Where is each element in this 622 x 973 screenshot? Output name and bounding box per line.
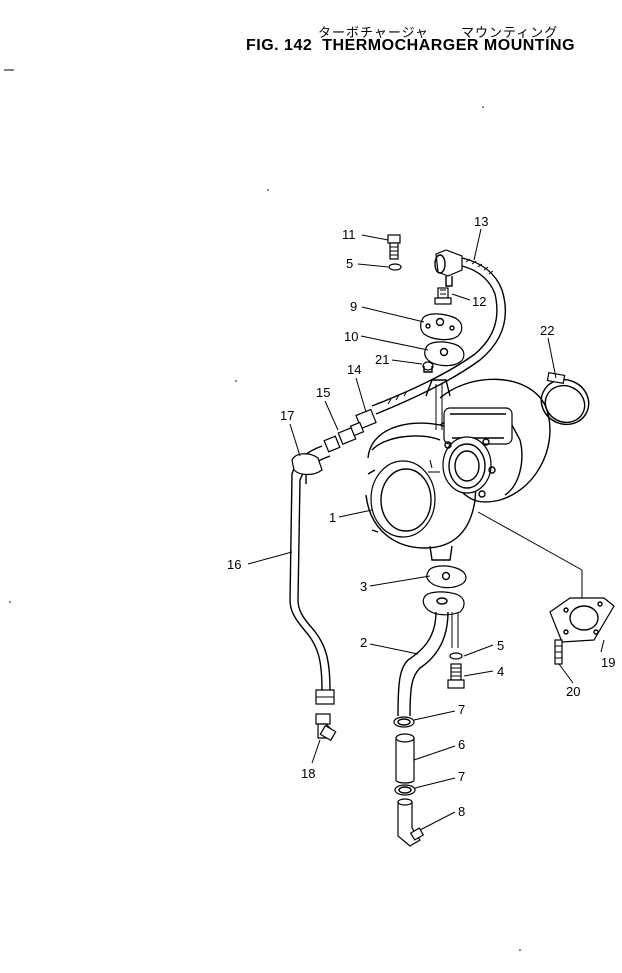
callout-19: 19 [601, 655, 615, 670]
v-clamp-22 [540, 371, 590, 426]
callout-9: 9 [350, 299, 357, 314]
callout-20: 20 [566, 684, 580, 699]
callout-11: 11 [342, 227, 356, 242]
gasket-19 [549, 597, 615, 643]
washer-5-lower [449, 652, 463, 660]
title-japanese-right: マウンティング [460, 26, 559, 41]
figure-number: FIG. 142 [246, 37, 313, 54]
callout-18: 18 [301, 766, 315, 781]
callout-22: 22 [540, 323, 554, 338]
figure-title: THERMOCHARGER MOUNTING [322, 37, 576, 54]
leader-lines [247, 228, 605, 831]
callout-21: 21 [375, 352, 389, 367]
page-title: FIG. 142 THERMOCHARGER MOUNTING [246, 37, 575, 55]
callout-8: 8 [458, 804, 465, 819]
connector-15 [337, 421, 365, 445]
scan-specks [4, 69, 521, 951]
clamp-7-upper [393, 716, 415, 728]
callout-3: 3 [360, 579, 367, 594]
callout-7-lower: 7 [458, 769, 465, 784]
callout-6: 6 [458, 737, 465, 752]
gasket-3 [426, 565, 467, 589]
bolt-4 [447, 663, 465, 689]
oil-pipe-16 [289, 435, 341, 705]
callout-13: 13 [474, 214, 488, 229]
callout-14: 14 [347, 362, 361, 377]
callout-5-lower: 5 [497, 638, 504, 653]
elbow-18 [315, 713, 337, 742]
plug-21 [422, 361, 434, 373]
callout-2: 2 [360, 635, 367, 650]
cover-plate-9 [420, 313, 463, 341]
clamp-7-lower [394, 784, 416, 796]
oil-return-pipe-2 [397, 591, 465, 717]
callout-12: 12 [472, 294, 486, 309]
callout-5: 5 [346, 256, 353, 271]
stud-20 [554, 639, 563, 665]
bolt-11 [387, 234, 402, 271]
callout-16: 16 [227, 557, 241, 572]
turbocharger-assembly [365, 378, 551, 561]
title-japanese: ターボチャージャ マウンティング [318, 22, 558, 41]
callout-15: 15 [316, 385, 330, 400]
adapter-12 [434, 287, 452, 305]
elbow-8 [397, 798, 425, 847]
callout-10: 10 [344, 329, 358, 344]
callout-labels: 11 5 13 12 9 10 22 21 14 15 17 1 16 3 2 … [227, 214, 615, 819]
callout-4: 4 [497, 664, 504, 679]
callout-7-upper: 7 [458, 702, 465, 717]
oil-inlet-pipe [355, 249, 507, 430]
gasket-10 [424, 341, 465, 367]
callout-17: 17 [280, 408, 294, 423]
callout-1: 1 [329, 510, 336, 525]
hose-6 [395, 733, 415, 784]
title-japanese-left: ターボチャージャ [318, 26, 429, 41]
